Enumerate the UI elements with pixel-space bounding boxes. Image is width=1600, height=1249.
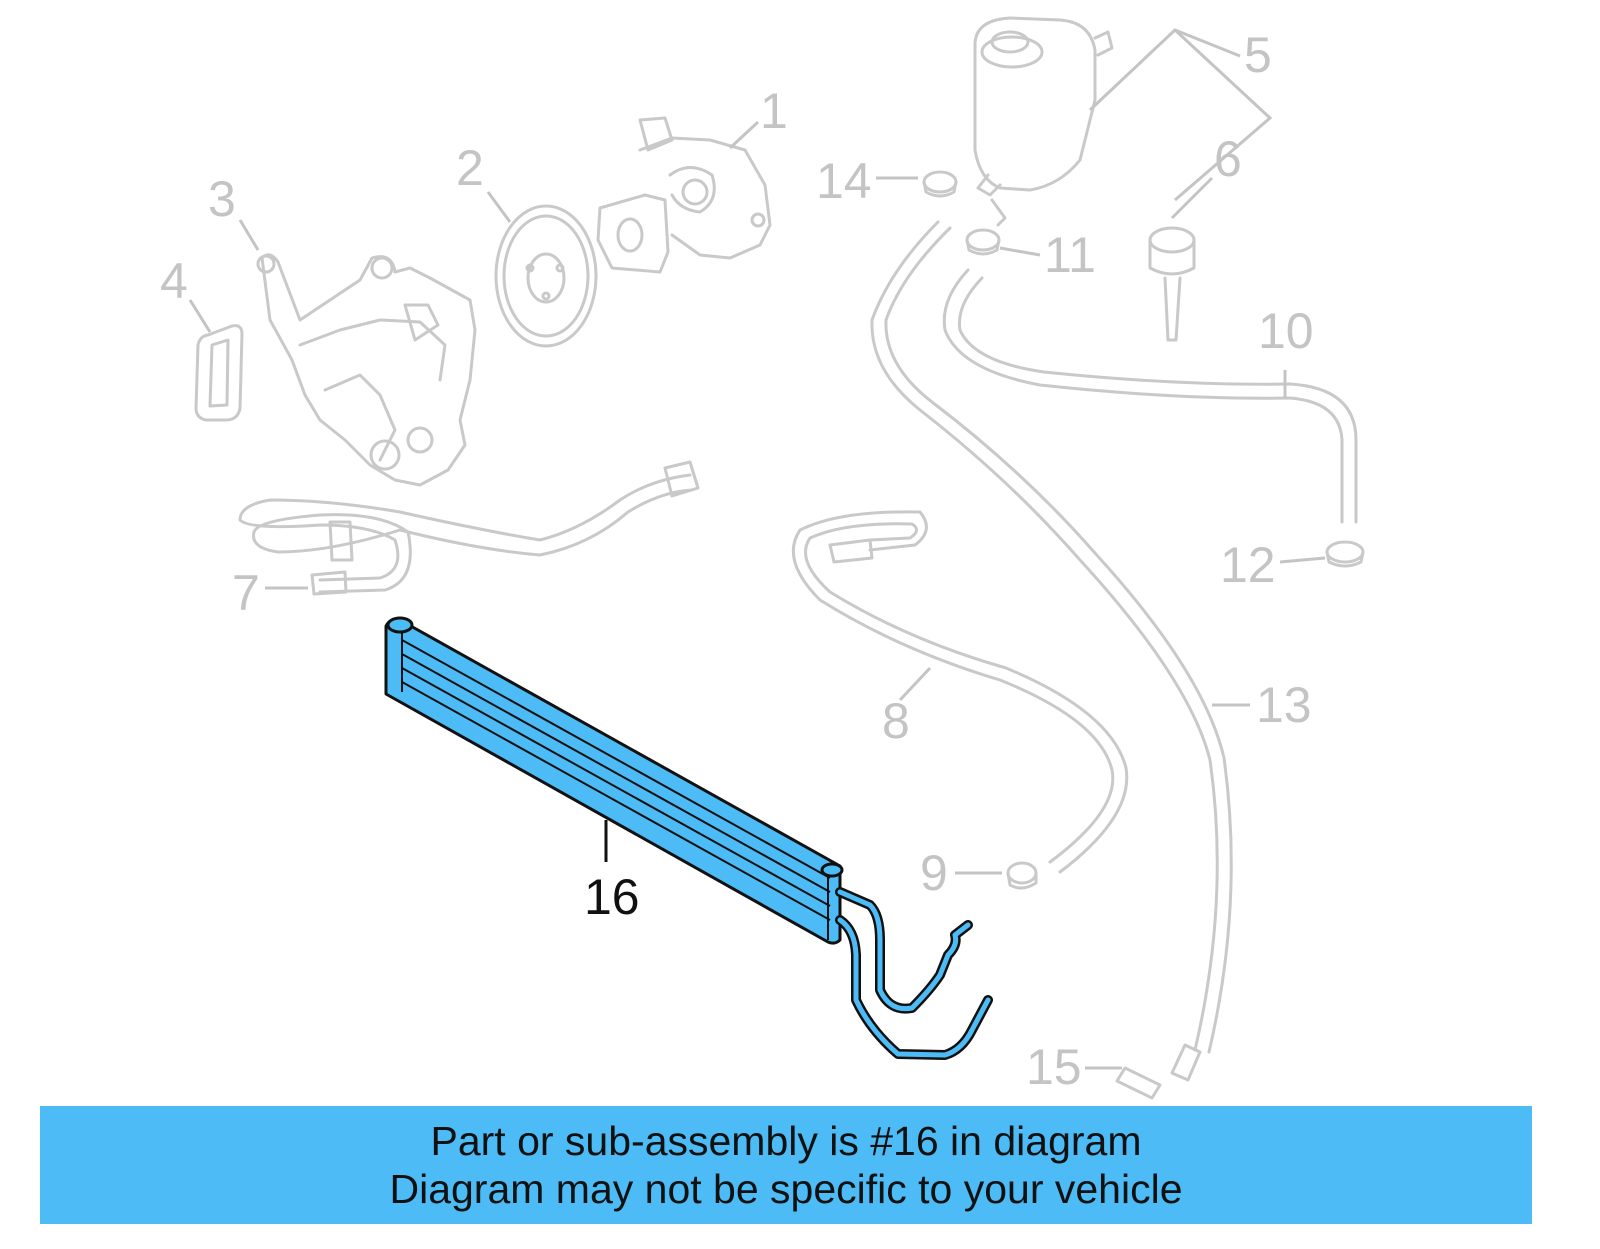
callout-13: 13 [1256,677,1312,733]
callout-8: 8 [882,693,910,749]
part-hose-10 [942,268,1358,524]
part-clamp-9 [1006,861,1038,890]
callout-1: 1 [760,83,788,139]
part-pulley [494,204,598,348]
part-hose-13 [870,220,1233,1082]
callout-15: 15 [1026,1039,1082,1095]
callout-4: 4 [160,253,188,309]
callout-16: 16 [584,869,640,925]
part-cap [1148,226,1196,342]
callout-7: 7 [232,565,260,621]
part-line-7 [238,460,700,596]
callout-10: 10 [1258,303,1314,359]
callout-12: 12 [1220,537,1276,593]
banner-line-2: Diagram may not be specific to your vehi… [389,1166,1183,1212]
part-clamp-14 [922,170,958,198]
callout-3: 3 [208,171,236,227]
part-clamp-11 [965,228,1001,256]
part-bracket [256,253,477,487]
part-pump [596,116,772,274]
part-16-oil-cooler [384,616,993,1060]
callout-11: 11 [1044,227,1096,283]
part-clamp-12 [1325,540,1365,568]
callout-5: 5 [1244,27,1272,83]
part-connector-15 [1115,1066,1162,1100]
leader-lines [188,28,1326,1070]
part-reservoir [973,16,1114,227]
callout-14: 14 [816,153,872,209]
part-gasket [194,324,244,422]
callout-2: 2 [456,140,484,196]
info-banner: Part or sub-assembly is #16 in diagram D… [40,1106,1532,1224]
callout-6: 6 [1214,131,1242,187]
banner-line-1: Part or sub-assembly is #16 in diagram [430,1118,1142,1164]
callout-numbers: 1 2 3 4 5 6 7 8 9 10 11 12 13 14 15 16 [160,27,1314,1095]
callout-9: 9 [920,845,948,901]
part-hose-8 [791,510,1129,874]
